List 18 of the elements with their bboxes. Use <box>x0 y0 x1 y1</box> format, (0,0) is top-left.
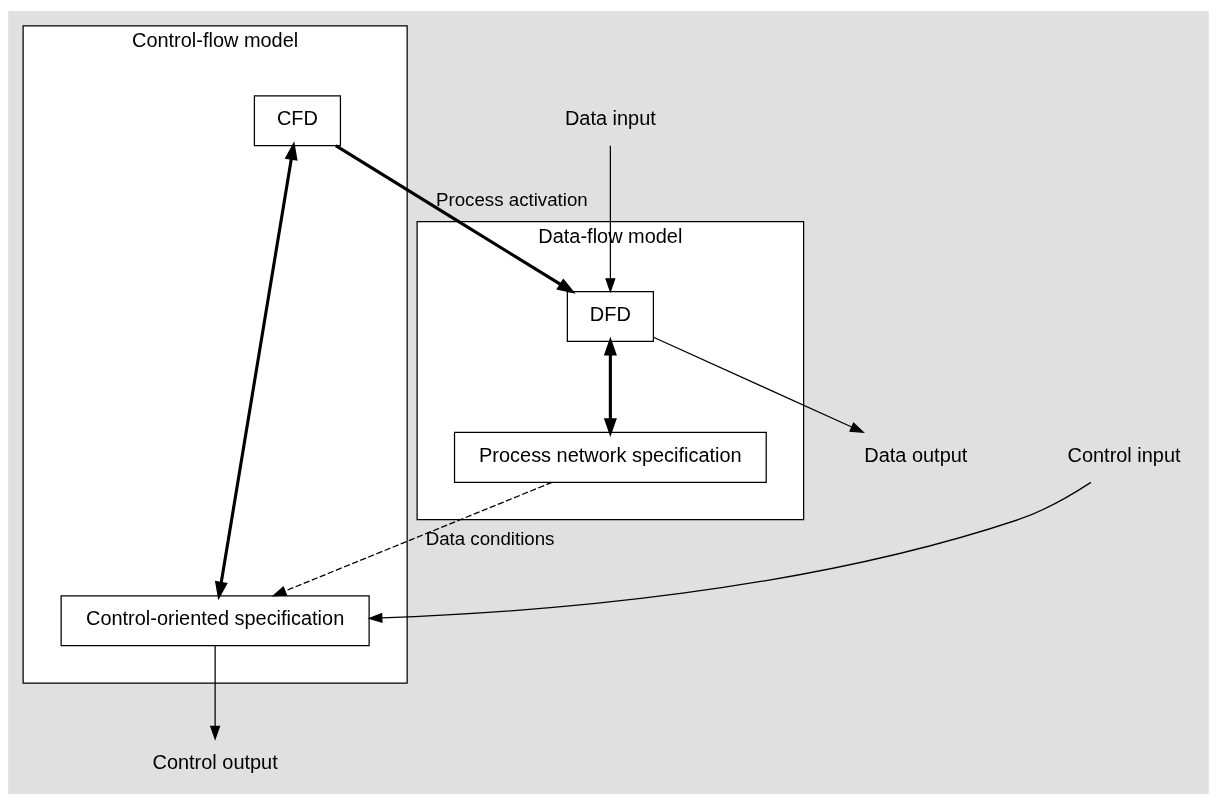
node-text: Data input <box>564 107 656 130</box>
node-text: Control input <box>1067 444 1181 467</box>
edge-label: Process activation <box>436 188 588 210</box>
arrow <box>335 144 576 294</box>
node-box: Control-oriented specification <box>60 595 370 647</box>
arrow <box>209 645 221 741</box>
node-box: DFD <box>566 290 654 343</box>
arrow <box>367 481 1092 624</box>
node-text: Data output <box>864 444 968 467</box>
node-box: Process network specification <box>453 431 767 483</box>
node-text: Control output <box>152 750 278 773</box>
arrow <box>271 481 553 597</box>
edge-label: Data conditions <box>425 527 555 549</box>
arrow <box>603 336 617 437</box>
arrow <box>605 145 616 294</box>
arrow <box>652 336 865 434</box>
arrow <box>214 141 298 601</box>
node-box: CFD <box>253 95 342 147</box>
